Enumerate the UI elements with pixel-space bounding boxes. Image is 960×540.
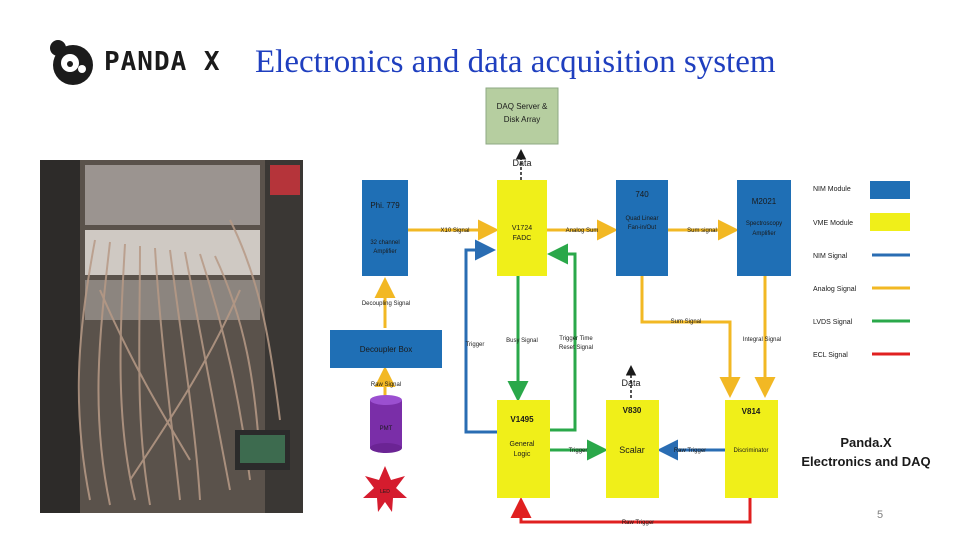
sum-signal-label-2: Sum Signal: [671, 319, 702, 325]
data-top-label: Data: [512, 158, 531, 168]
led-label: LED: [380, 489, 390, 495]
trigger-time-label-2: Reset Signal: [559, 345, 593, 351]
sum-signal-label-1: Sum signal: [687, 228, 717, 234]
decoupler-box: Decoupler Box: [330, 330, 442, 368]
busy-signal-label: Busy Signal: [506, 338, 538, 344]
m2021-module: M2021 Spectroscopy Amplifier: [737, 180, 791, 276]
v814-desc: Discriminator: [733, 448, 768, 454]
trigger-left-label: Trigger: [466, 342, 485, 348]
decoupling-signal-label: Decoupling Signal: [362, 301, 410, 307]
daq-server-label-2: Disk Array: [504, 115, 540, 124]
integral-signal-label: Integral Signal: [743, 337, 781, 343]
rack-photo: [40, 160, 303, 513]
panda-icon: [50, 40, 93, 85]
m740-desc-1: Quad Linear: [625, 216, 658, 222]
pandax-logo: PANDA X: [48, 38, 248, 88]
trigger-scalar-label: Trigger: [569, 448, 588, 454]
legend-analog-signal: Analog Signal: [813, 286, 857, 293]
m740-name: 740: [635, 190, 649, 199]
caption-line-1: Panda.X: [840, 435, 892, 450]
v1495-desc-2: Logic: [514, 451, 531, 458]
v1495-desc-1: General: [510, 441, 535, 448]
phi-779-name: Phi. 779: [370, 201, 400, 210]
raw-signal-label: Raw Signal: [371, 382, 401, 388]
legend-vme-swatch: [870, 213, 910, 231]
v830-desc: Scalar: [619, 445, 645, 455]
phi-779-desc-1: 32 channel: [370, 240, 399, 246]
v814-name: V814: [742, 407, 761, 416]
m2021-desc-2: Amplifier: [752, 231, 775, 237]
legend-ecl-signal: ECL Signal: [813, 352, 848, 359]
m2021-desc-1: Spectroscopy: [746, 221, 782, 227]
pmt-icon: PMT: [370, 395, 402, 453]
legend-nim-swatch: [870, 181, 910, 199]
x10-signal-label: X10 Signal: [440, 228, 469, 234]
led-icon: LED: [363, 466, 407, 512]
data-mid-label: Data: [621, 378, 640, 388]
legend-lvds-signal: LVDS Signal: [813, 319, 853, 326]
m2021-name: M2021: [752, 197, 777, 206]
logo-text: PANDA X: [104, 47, 221, 77]
raw-trigger-bottom-label: Raw Trigger: [622, 520, 654, 526]
slide-number: 5: [877, 509, 884, 521]
caption-line-2: Electronics and DAQ: [801, 454, 930, 469]
phi-779-desc-2: Amplifier: [373, 249, 396, 255]
legend-nim-signal: NIM Signal: [813, 253, 848, 260]
daq-server-label-1: DAQ Server &: [497, 102, 548, 111]
v1724-module: V1724 FADC: [497, 180, 547, 276]
v830-name: V830: [623, 406, 642, 415]
v1724-name-2: FADC: [513, 235, 532, 242]
v1495-name: V1495: [510, 415, 534, 424]
legend-nim-module: NIM Module: [813, 186, 851, 193]
v830-module: V830 Scalar: [606, 400, 659, 498]
analog-sum-label: Analog Sum: [566, 228, 599, 234]
slide-title: Electronics and data acquisition system: [255, 44, 776, 80]
legend-vme-module: VME Module: [813, 220, 853, 227]
daq-server-box: DAQ Server & Disk Array: [485, 87, 559, 145]
phi-779-module: Phi. 779 32 channel Amplifier: [362, 180, 408, 276]
pmt-label: PMT: [380, 426, 393, 432]
v814-module: V814 Discriminator: [725, 400, 778, 498]
m740-desc-2: Fan-in/Out: [628, 225, 657, 231]
v1495-module: V1495 General Logic: [497, 400, 550, 498]
legend: NIM Module VME Module NIM Signal Analog …: [813, 181, 910, 359]
decoupler-label: Decoupler Box: [360, 345, 412, 354]
m740-module: 740 Quad Linear Fan-in/Out: [616, 180, 668, 276]
trigger-time-label-1: Trigger Time: [559, 336, 593, 342]
raw-trigger-mid-label: Raw Trigger: [674, 448, 706, 454]
v1724-name-1: V1724: [512, 225, 532, 232]
